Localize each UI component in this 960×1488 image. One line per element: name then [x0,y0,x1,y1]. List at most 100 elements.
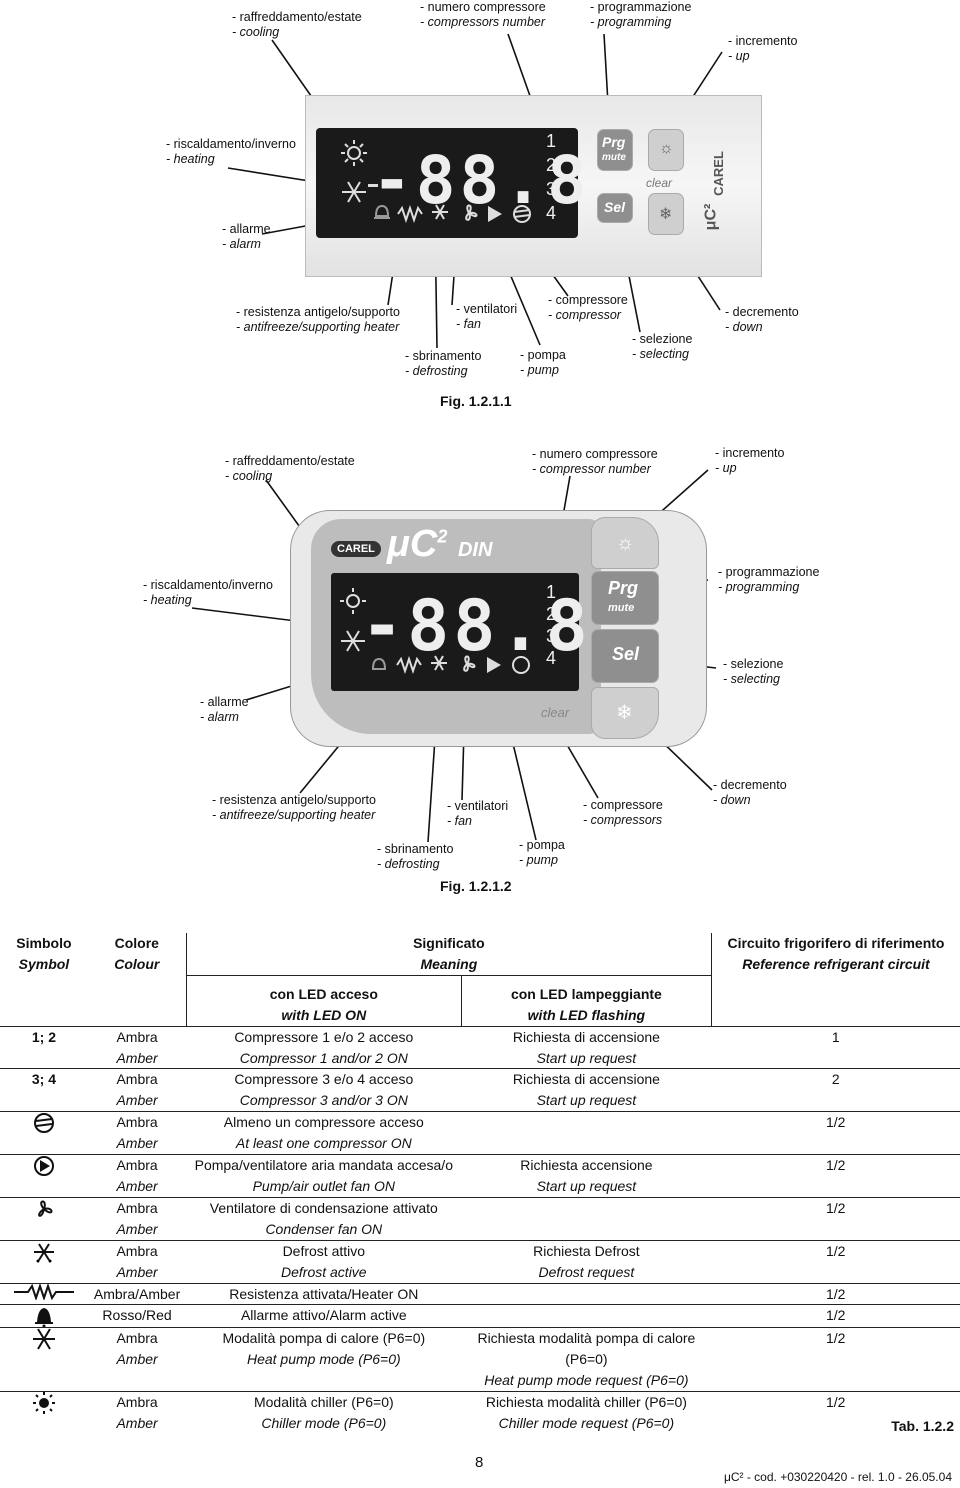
row-symbol [0,1155,88,1198]
display-icons [341,140,531,224]
fig1-label-down: - decremento- down [725,305,799,334]
display-number-3: 3 [545,626,556,646]
model-label: μC2 DIN [387,523,493,565]
clear-label: clear [646,176,673,190]
fig2-label-down: - decremento- down [713,778,787,807]
fig1-label-alarm: - allarme- alarm [222,222,271,251]
row-led-on: Allarme attivo/Alarm active [240,1307,407,1324]
row-circuit: 1/2 [825,1330,846,1347]
fig1-label-compressors-number: - numero compressore- compressors number [420,0,546,29]
row-led-flashing: Richiesta modalità chiller (P6=0)Chiller… [485,1394,687,1432]
display-number-2: 2 [545,604,556,624]
fig1-caption: Fig. 1.2.1.1 [440,393,512,409]
row-colour: Rosso/Red [102,1307,172,1324]
fig1-label-defrosting: - sbrinamento- defrosting [405,349,482,378]
display-number-4: 4 [545,203,556,223]
sun-icon: ☼ [616,532,635,554]
fig2-label-defrosting: - sbrinamento- defrosting [377,842,454,871]
display-digits: -88.8 [372,142,591,219]
compressor-icon [0,1112,88,1134]
led-display: -88.8 1 2 3 4 [316,128,587,238]
row-colour: Ambra/Amber [93,1285,181,1302]
model-label: μC² [702,203,720,231]
row-circuit: 1/2 [825,1307,846,1324]
fig2-label-cooling: - raffreddamento/estate- cooling [225,454,355,483]
up-button[interactable]: ☼ [648,129,684,171]
snowflake-icon: ❄ [616,702,633,724]
fig2-label-fan: - ventilatori- fan [447,799,509,828]
fig1-label-selecting: - selezione- selecting [632,332,693,361]
fig1-label-compressor: - compressore- compressor [548,293,628,322]
row-led-flashing [461,1305,711,1328]
row-symbol [0,1112,88,1155]
row-circuit: 1/2 [825,1199,846,1216]
pump-icon [0,1155,88,1177]
display-icons [340,588,530,675]
sel-button[interactable]: Sel [597,193,633,223]
fig2-label-compressors: - compressore- compressors [583,798,663,827]
display-number-1: 1 [545,582,556,602]
down-button[interactable]: ❄ [591,687,659,739]
fig1-label-cooling: - raffreddamento/estate- cooling [232,10,362,39]
sun-icon: ☼ [659,140,674,157]
snowflake-icon: ❄ [659,206,673,223]
row-led-on: Modalità pompa di calore (P6=0)Heat pump… [222,1330,426,1368]
snowflake-icon [0,1328,88,1350]
row-circuit: 1/2 [825,1394,846,1411]
clear-label: clear [541,705,570,720]
prg-mute-button[interactable]: Prg mute [597,129,633,171]
fig1-label-heater: - resistenza antigelo/supporto- antifree… [236,305,400,334]
down-button[interactable]: ❄ [648,193,684,235]
page-number: 8 [475,1454,484,1471]
up-button[interactable]: ☼ [591,517,659,569]
row-circuit: 1/2 [825,1242,846,1259]
prg-mute-button[interactable]: Prg mute [591,571,659,625]
sun-icon [0,1392,88,1415]
fig2-label-compressor-number: - numero compressore- compressor number [532,447,658,476]
row-symbol [0,1197,88,1240]
fig2-label-heater: - resistenza antigelo/supporto- antifree… [212,793,376,822]
sel-button[interactable]: Sel [591,629,659,683]
row-led-on: Modalità chiller (P6=0)Chiller mode (P6=… [253,1394,394,1432]
fig2-label-programming: - programmazione- programming [718,565,820,594]
row-led-flashing [461,1283,711,1305]
display-number-2: 2 [545,155,556,175]
row-symbol: 3; 4 [31,1071,56,1088]
table-row: Rosso/Red Allarme attivo/Alarm active 1/2 [0,1305,960,1328]
display-number-1: 1 [545,131,556,151]
led-display: -88.8 1 2 3 4 [331,573,588,691]
fig1-label-heating: - riscaldamento/inverno- heating [166,137,296,166]
table-caption: Tab. 1.2.2 [891,1418,954,1434]
row-symbol [0,1305,88,1328]
row-circuit: 1/2 [825,1157,846,1174]
brand-label: CAREL [710,151,726,196]
row-symbol [0,1240,88,1283]
controller-panel-2: CAREL μC2 DIN -88.8 1 2 3 4 clear ☼ Prg [290,510,707,747]
fig1-label-pump: - pompa- pump [520,348,566,377]
